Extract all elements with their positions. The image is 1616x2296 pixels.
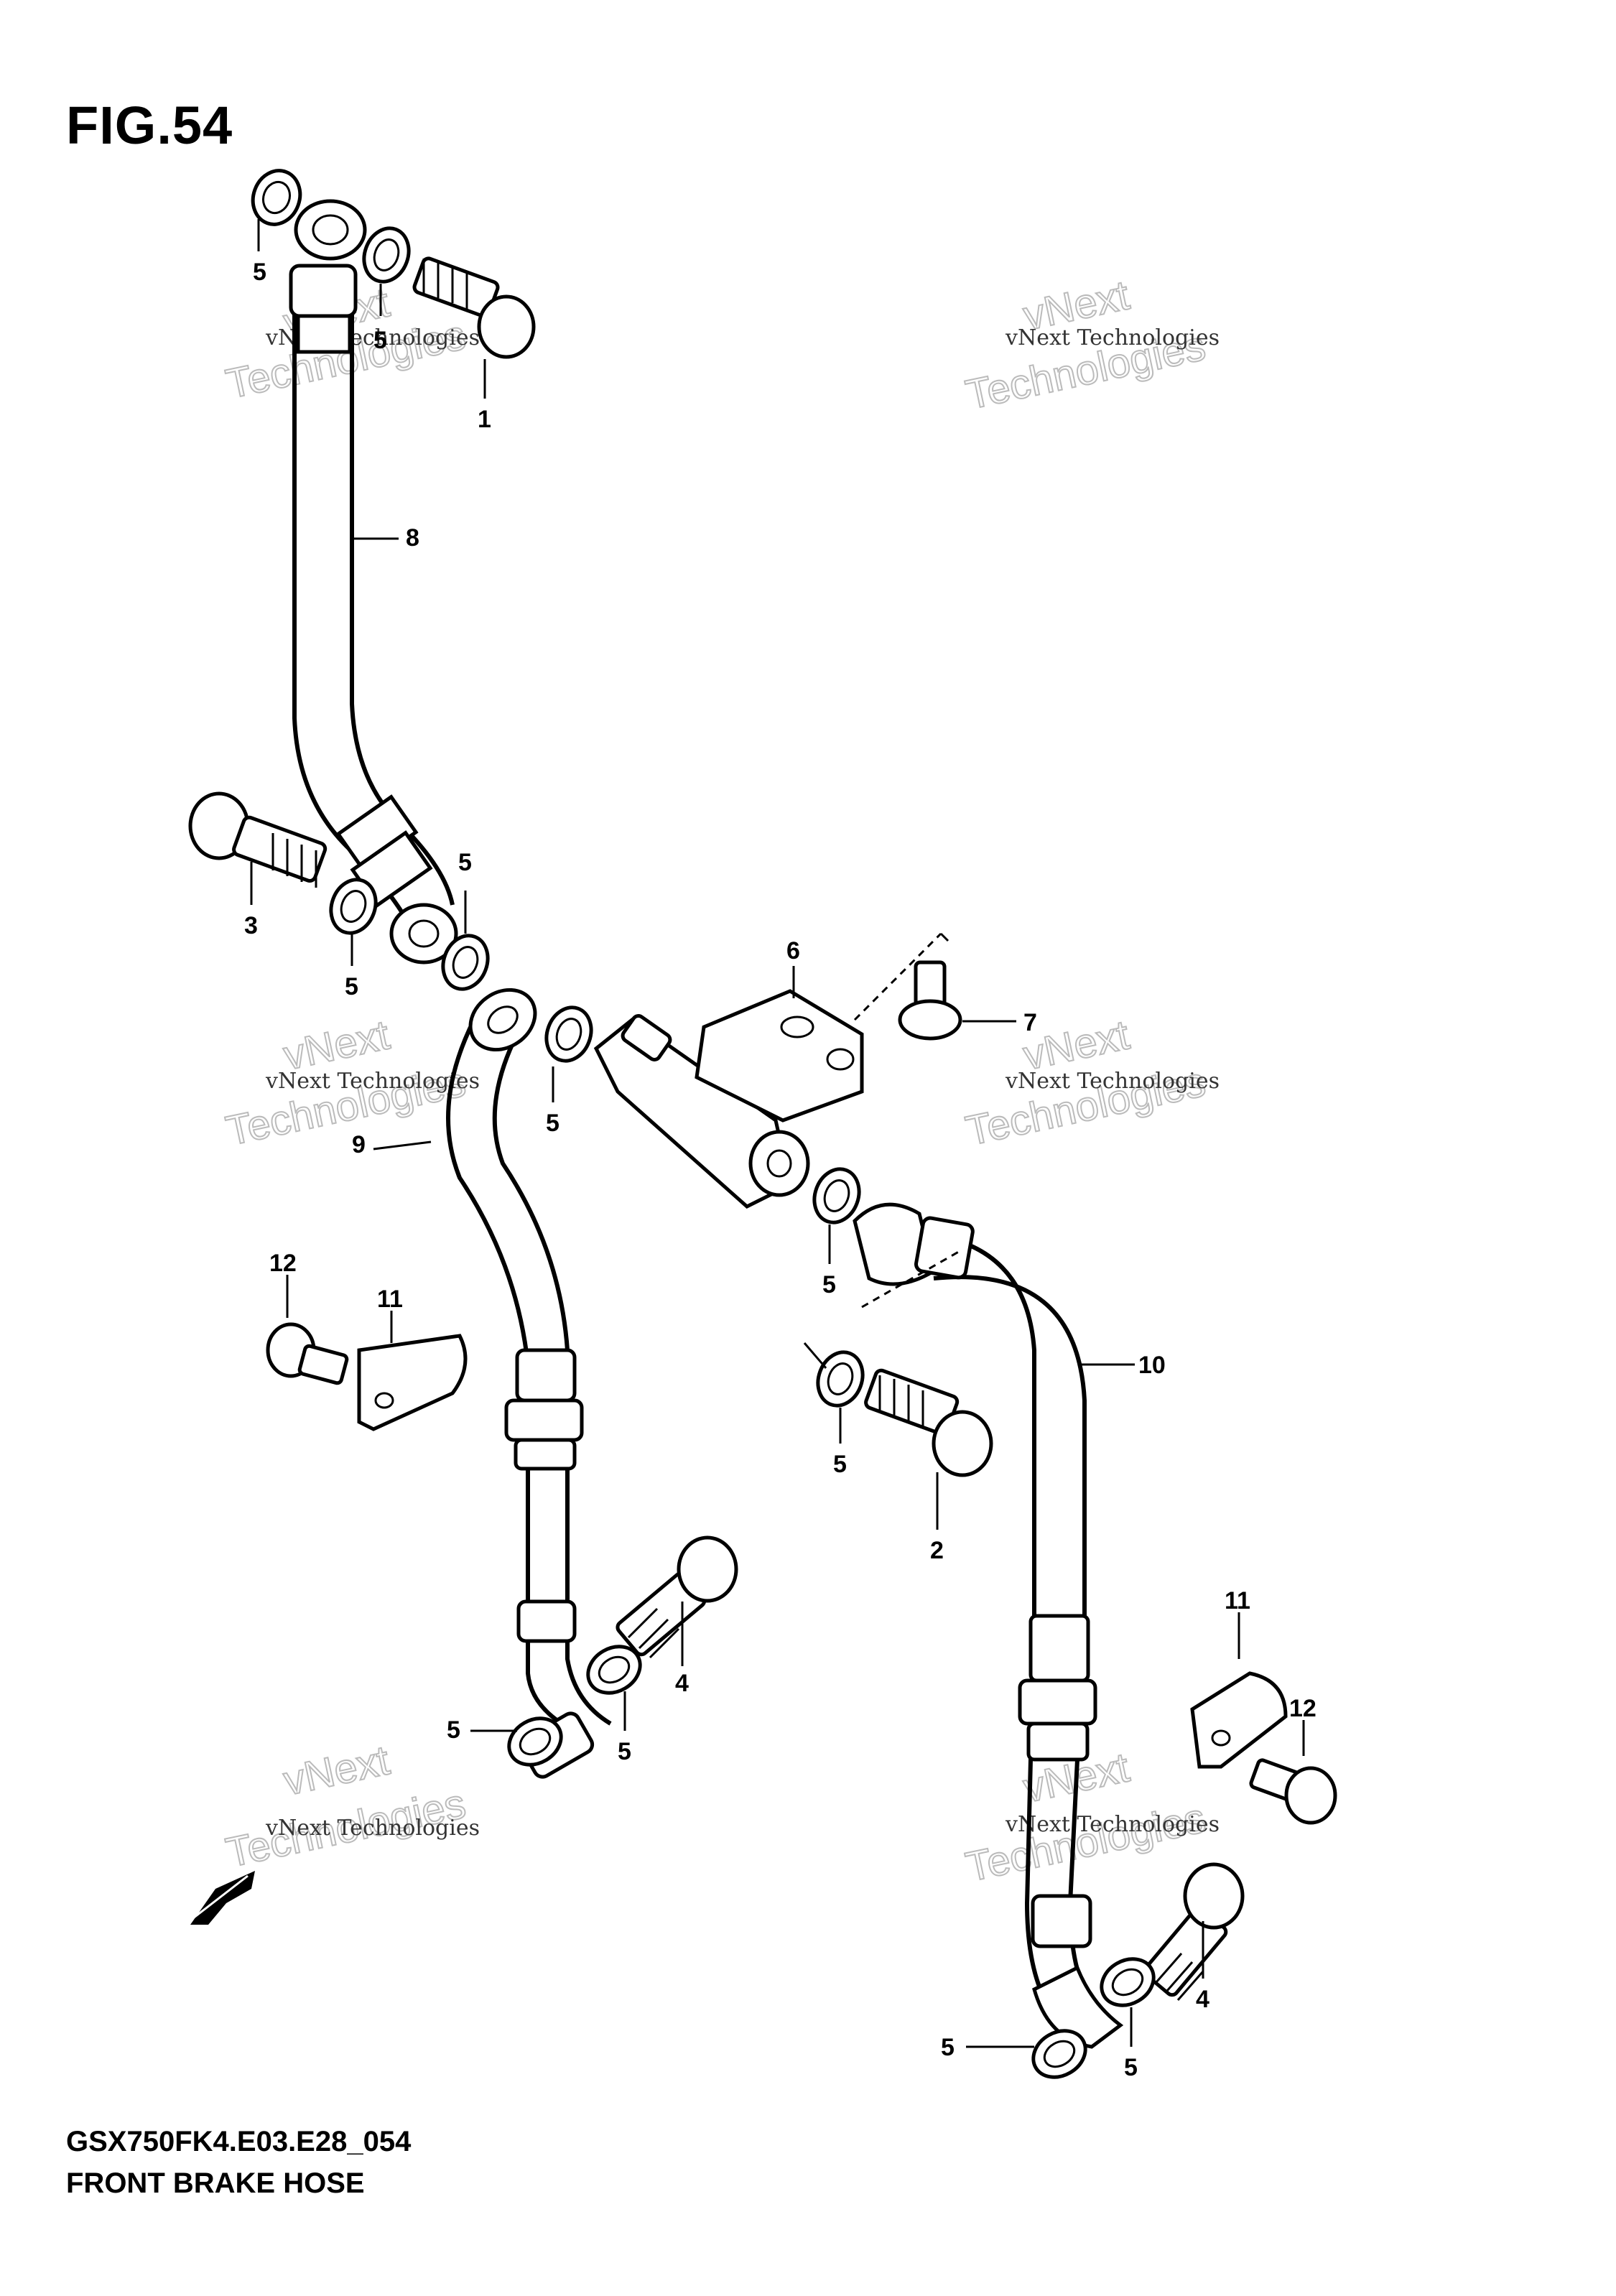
svg-text:vNext Technologies: vNext Technologies: [265, 1816, 480, 1841]
watermark-bottom-left: Technologies vNext vNext Technologies: [221, 1736, 480, 1877]
bolt-12-right: [1249, 1758, 1337, 1825]
callout-1: 1: [478, 406, 491, 433]
callout-5: 5: [546, 1110, 559, 1137]
callout-5: 5: [833, 1451, 847, 1478]
callout-5: 5: [373, 327, 387, 354]
union-bolt-1: [412, 256, 536, 359]
union-bolt-4-right: [1143, 1862, 1245, 2001]
callout-12: 12: [269, 1250, 297, 1277]
callout-5: 5: [458, 849, 472, 876]
callout-5: 5: [618, 1738, 631, 1765]
hose-9: [446, 987, 612, 1779]
model-code: GSX750FK4.E03.E28_054: [66, 2126, 412, 2157]
watermark-mid-right: Technologies vNext vNext Technologies: [961, 1010, 1220, 1155]
callout-8: 8: [406, 524, 419, 552]
watermark-bottom-right: Technologies vNext vNext Technologies: [961, 1743, 1220, 1891]
callout-5: 5: [253, 259, 266, 286]
union-bolt-3: [188, 791, 328, 888]
leader-lines: [250, 219, 1305, 2048]
banjo-fitting-8-lower: [389, 903, 458, 965]
assembly-guide-lines: [803, 932, 963, 1369]
callout-9: 9: [352, 1131, 366, 1158]
figure-title: FIG.54: [66, 96, 233, 155]
callout-11: 11: [1225, 1587, 1250, 1614]
callout-3: 3: [244, 912, 258, 939]
callout-5: 5: [941, 2034, 955, 2061]
screw-7: [898, 960, 962, 1041]
front-direction-arrow-icon: [190, 1871, 255, 1925]
union-bolt-2: [864, 1368, 993, 1477]
callout-5: 5: [1124, 2054, 1138, 2081]
watermark-mid-left: Technologies vNext vNext Technologies: [221, 1010, 480, 1155]
callout-5: 5: [345, 973, 358, 1000]
callout-12: 12: [1289, 1695, 1317, 1722]
callout-labels: 5 5 1 8 3 5 5 6 7 5 9 5 12 11 10 5 2 4 5…: [244, 259, 1317, 2081]
callout-2: 2: [930, 1537, 944, 1564]
watermark-top-right: Technologies vNext vNext Technologies: [961, 271, 1220, 419]
svg-text:vNext Technologies: vNext Technologies: [265, 1069, 480, 1094]
bolt-12-left: [266, 1322, 349, 1385]
svg-text:vNext Technologies: vNext Technologies: [1005, 1812, 1220, 1837]
svg-text:vNext Technologies: vNext Technologies: [1005, 325, 1220, 350]
hose-10: [853, 1202, 1135, 2049]
callout-5: 5: [822, 1271, 836, 1298]
callout-7: 7: [1023, 1009, 1037, 1036]
callout-5: 5: [447, 1716, 460, 1744]
svg-text:vNext Technologies: vNext Technologies: [1005, 1069, 1220, 1094]
union-bolt-4-left: [616, 1535, 738, 1659]
banjo-fitting-top: [294, 199, 367, 261]
gaskets-5: [251, 169, 1156, 2079]
svg-text:vNext: vNext: [279, 1737, 394, 1804]
clamp-11-right: [1190, 1671, 1288, 1769]
callout-10: 10: [1138, 1352, 1166, 1379]
joint-6: [593, 989, 864, 1209]
clamp-11-left: [357, 1334, 468, 1431]
callout-4: 4: [1196, 1986, 1209, 2013]
figure-name: FRONT BRAKE HOSE: [66, 2167, 365, 2199]
hose-8: [289, 264, 455, 935]
svg-text:Technologies: Technologies: [962, 1795, 1209, 1891]
callout-11: 11: [377, 1286, 403, 1313]
callout-6: 6: [786, 937, 800, 965]
callout-4: 4: [675, 1670, 689, 1697]
